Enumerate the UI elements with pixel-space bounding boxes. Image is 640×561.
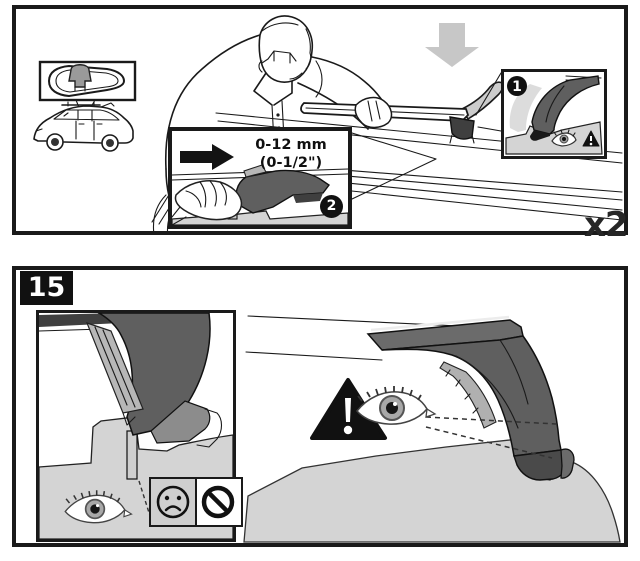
clamp-pad [439, 361, 497, 429]
vehicle-side-view-icon [33, 101, 134, 152]
distance-imperial: (0-1/2") [259, 155, 323, 172]
clamp-detail-illustration: 1 [505, 75, 603, 155]
sad-face-icon [151, 479, 197, 525]
clamp-blade [126, 430, 138, 480]
distance-spec: 0-12 mm (0-1/2") [236, 136, 346, 172]
hair-line [261, 22, 311, 54]
quantity-x2: x2 [584, 205, 629, 245]
inspection-eye-icon [64, 490, 133, 524]
step-badge-1: 1 [512, 79, 522, 95]
clamp [85, 313, 223, 448]
pressing-hand [172, 180, 243, 225]
vehicle-key [33, 60, 137, 152]
install-illustration [33, 15, 623, 231]
down-arrow-icon [425, 23, 479, 67]
crossbar-foot [449, 116, 475, 140]
ear-line [258, 60, 263, 73]
clamp [235, 169, 331, 214]
sleeve-line [315, 60, 323, 98]
glasses-icon [261, 50, 297, 64]
measurement-illustration [172, 144, 348, 225]
prohibition-icon [197, 479, 241, 525]
step-number-badge: 15 [20, 271, 73, 305]
crossbar-cross-section-icon [47, 64, 126, 98]
step-badge-2: 2 [320, 195, 343, 218]
distance-metric: 0-12 mm [255, 137, 327, 153]
check-illustration [243, 315, 621, 543]
wrong-fit-frame [36, 310, 243, 542]
inspection-eye-icon [551, 129, 577, 147]
wrong-fit-illustration [39, 313, 233, 539]
hand-on-bar [354, 96, 393, 129]
warning-triangle-icon [582, 130, 600, 147]
installer-figure [152, 15, 385, 231]
measure-callout-lines [351, 132, 437, 200]
clamp [366, 315, 575, 481]
inset-callout-lines [475, 72, 502, 132]
clamp-pad [85, 322, 144, 414]
clamp-detail-inset: 1 [501, 69, 607, 159]
sight-lines [425, 416, 557, 459]
face-lines [289, 52, 312, 80]
clamp-ghost-position [509, 84, 542, 132]
crossbar-assembly [300, 81, 504, 144]
collar-lines [253, 72, 293, 106]
wrong-indicator [149, 477, 243, 527]
measurement-inset: 0-12 mm (0-1/2") 2 [168, 127, 352, 229]
inspection-eye-icon [355, 386, 437, 425]
bar-edge-lines [245, 315, 481, 361]
step-badge-1-circle [507, 76, 527, 96]
clamp [531, 75, 600, 135]
right-arrow-icon [180, 144, 234, 170]
